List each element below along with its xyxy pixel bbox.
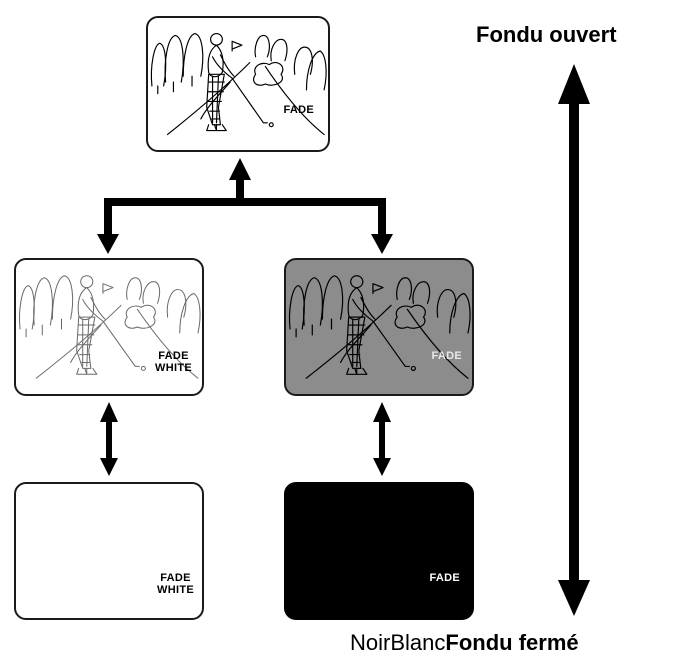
connector-branch: [104, 198, 386, 206]
fade-out-title: Fondu fermé: [445, 630, 579, 655]
arrow-up-icon: [373, 402, 391, 422]
fade-white-frame-mid: FADE WHITE: [14, 258, 204, 396]
connector-stem-top: [236, 178, 244, 200]
arrow-up-icon: [558, 64, 590, 104]
frame-label: FADE WHITE: [157, 572, 194, 596]
fade-frame-top: FADE: [146, 16, 330, 152]
bottom-caption: NoirBlancFondu fermé: [350, 630, 579, 656]
connector-right-double: [379, 418, 385, 462]
fade-in-title: Fondu ouvert: [476, 22, 617, 47]
fade-black-frame-mid: FADE: [284, 258, 474, 396]
arrow-up-icon: [100, 402, 118, 422]
frame-label: FADE: [283, 104, 314, 116]
blanc-label: Blanc: [390, 630, 446, 655]
fade-black-frame-end: FADE: [284, 482, 474, 620]
arrow-down-icon: [371, 234, 393, 254]
arrow-up-icon: [229, 158, 251, 180]
big-double-arrow-shaft: [569, 100, 579, 600]
arrow-down-icon: [373, 458, 391, 476]
connector-left-down: [104, 198, 112, 238]
arrow-down-icon: [100, 458, 118, 476]
arrow-down-icon: [97, 234, 119, 254]
frame-label: FADE: [429, 572, 460, 584]
frame-label: FADE WHITE: [155, 350, 192, 374]
arrow-down-icon: [558, 580, 590, 616]
connector-right-down: [378, 198, 386, 238]
noir-label: Noir: [350, 630, 391, 655]
connector-left-double: [106, 418, 112, 462]
fade-white-frame-end: FADE WHITE: [14, 482, 204, 620]
frame-label: FADE: [431, 350, 462, 362]
